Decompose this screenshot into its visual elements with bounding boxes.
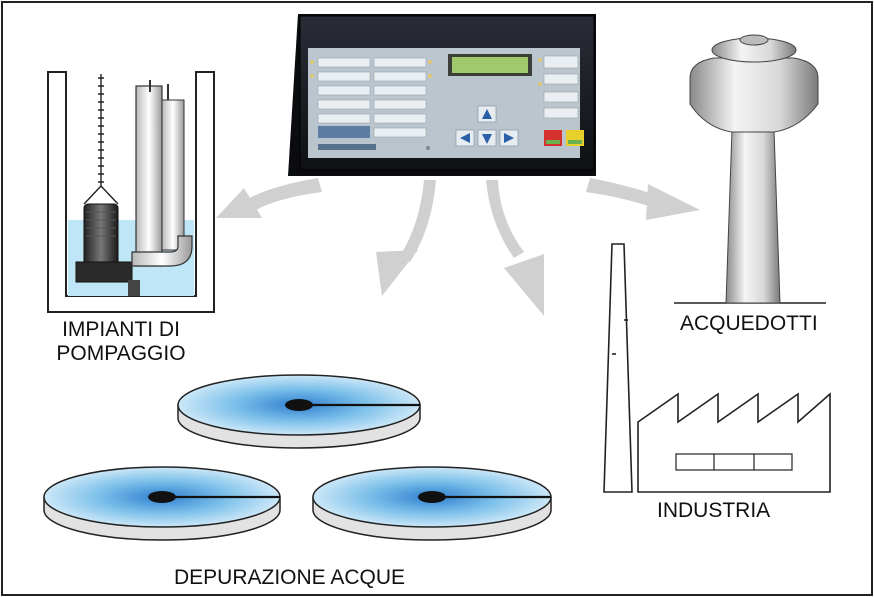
arrow-to-treatment-right — [486, 180, 524, 258]
factory — [603, 243, 831, 493]
water-tower — [674, 34, 826, 304]
pumping-label-line2: POMPAGGIO — [56, 342, 186, 365]
clarifier-top — [177, 374, 421, 449]
arrow-head-aqueduct — [646, 184, 700, 220]
arrow-head-treatment-left — [376, 250, 418, 296]
panel-nav-keys — [455, 105, 519, 147]
panel-brand-mark — [318, 144, 376, 150]
pump-volute — [75, 261, 133, 283]
aqueducts-label: ACQUEDOTTI — [680, 312, 818, 335]
industry-label: INDUSTRIA — [657, 499, 771, 522]
lcd-display — [452, 57, 528, 73]
tower-tank — [689, 57, 819, 133]
arrow-to-treatment-left — [400, 180, 436, 262]
factory-window — [675, 453, 793, 471]
tower-shaft — [725, 129, 781, 304]
arrow-head-treatment-right — [504, 254, 544, 316]
guide-rail — [161, 99, 185, 251]
clarifier-left — [43, 466, 281, 541]
pumping-label: IMPIANTI DI POMPAGGIO — [41, 318, 201, 366]
clarifier-right — [312, 466, 552, 541]
control-panel — [288, 14, 596, 176]
flow-arrows — [216, 178, 700, 316]
panel-button-grid — [317, 57, 427, 138]
panel-right-buttons — [543, 55, 579, 119]
discharge-elbow — [131, 235, 193, 267]
factory-chimney — [603, 243, 633, 493]
rising-pipe — [135, 85, 163, 267]
pit-walls — [47, 71, 215, 313]
pumping-label-line1: IMPIANTI DI — [62, 318, 180, 341]
arrow-to-pumping — [246, 178, 322, 212]
arrow-to-aqueduct — [586, 178, 664, 210]
water-treatment-label: DEPURAZIONE ACQUE — [174, 566, 406, 589]
lifting-chain — [83, 74, 119, 205]
panel-leds — [310, 58, 542, 86]
panel-blue-key — [318, 126, 370, 138]
pumping-station — [47, 71, 215, 313]
arrow-head-pumping — [216, 188, 262, 218]
